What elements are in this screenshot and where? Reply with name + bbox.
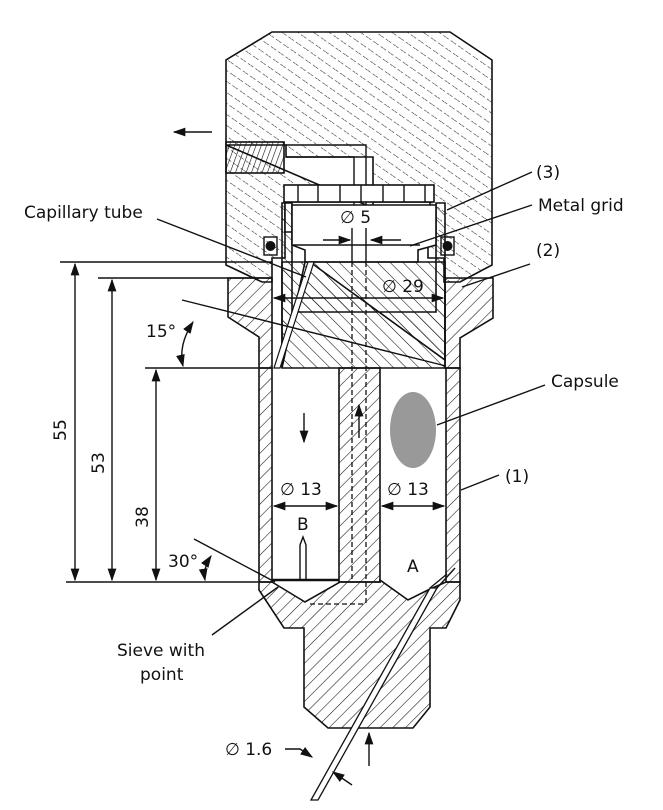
sieve-point [299,535,307,580]
dim-height-53: 53 [89,452,109,474]
label-part-1: (1) [505,467,529,487]
dim-dia-29: ∅ 29 [382,277,424,297]
label-capillary-tube: Capillary tube [24,203,143,223]
internal-channel-dashed [310,262,367,605]
dim-height-55: 55 [51,419,71,441]
threaded-port [225,141,285,174]
label-metal-grid: Metal grid [538,196,624,216]
dim-height-38: 38 [133,506,153,528]
insert-part-2 [281,202,446,369]
dim-dia-1-6: ∅ 1.6 [225,740,272,760]
leader-lines [156,171,546,636]
label-chamber-b: B [297,515,309,535]
label-sieve-line2: point [140,665,184,685]
label-capsule: Capsule [551,372,619,392]
label-sieve-line1: Sieve with [117,641,205,661]
o-ring-right [440,236,455,256]
dim-dia-13-right: ∅ 13 [387,480,429,500]
metal-grid [283,184,435,203]
capillary-tube [273,261,315,369]
label-part-2: (2) [536,241,560,261]
cell-body-part-1 [227,277,494,801]
dim-dia-5: ∅ 5 [340,208,371,228]
dim-angle-30: 30° [168,552,198,572]
o-ring-left [263,236,278,256]
capsule [390,392,436,468]
label-chamber-a: A [407,557,419,577]
label-part-3: (3) [536,163,560,183]
dimension-lines [60,228,447,786]
dim-dia-13-left: ∅ 13 [280,480,322,500]
dim-angle-15: 15° [146,322,176,342]
